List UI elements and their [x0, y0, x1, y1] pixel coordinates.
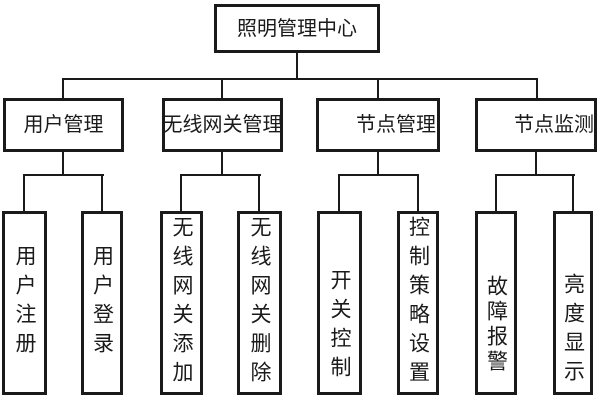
diagram-node-user-login: 用户登录 — [81, 211, 123, 395]
connector-branch3-stem — [377, 152, 379, 174]
connector-drop-branch-4 — [536, 78, 538, 98]
connector-root-stem — [296, 53, 298, 78]
diagram-node-gateway-add: 无线网关添加 — [160, 211, 203, 395]
connector-drop-leaf-4 — [258, 174, 260, 211]
branch-node-label: 无线网关管理 — [162, 114, 283, 136]
diagram-node-gateway-delete: 无线网关删除 — [237, 211, 282, 395]
connector-drop-leaf-2 — [101, 174, 103, 211]
connector-branch2-rail — [180, 174, 261, 176]
root-node-label: 照明管理中心 — [237, 17, 357, 40]
connector-drop-leaf-7 — [495, 174, 497, 211]
connector-drop-leaf-1 — [23, 174, 25, 211]
connector-drop-leaf-6 — [417, 174, 419, 211]
connector-drop-leaf-3 — [180, 174, 182, 211]
diagram-node-node-management: 节点管理 — [316, 98, 440, 152]
diagram-node-fault-alarm: 故障报警 — [475, 211, 517, 395]
diagram-node-user-register: 用户注册 — [2, 211, 47, 395]
diagram-node-gateway-management: 无线网关管理 — [162, 98, 283, 152]
connector-drop-branch-3 — [377, 78, 379, 98]
connector-drop-branch-1 — [62, 78, 64, 98]
diagram-node-switch-control: 开关控制 — [317, 211, 362, 395]
connector-branch1-rail — [23, 174, 104, 176]
leaf-node-label: 用户登录 — [90, 245, 115, 361]
leaf-node-label: 无线网关添加 — [170, 216, 194, 390]
leaf-node-label: 亮度显示 — [561, 273, 586, 389]
branch-node-label: 节点管理 — [356, 114, 436, 136]
diagram-node-brightness-display: 亮度显示 — [553, 211, 593, 395]
diagram-node-control-strategy: 控制策略设置 — [397, 211, 439, 395]
branch-node-label: 节点监测 — [514, 114, 594, 136]
leaf-node-label: 控制策略设置 — [406, 216, 431, 390]
leaf-node-label: 无线网关删除 — [248, 216, 272, 390]
leaf-node-label: 故障报警 — [484, 275, 509, 375]
diagram-node-node-monitoring: 节点监测 — [475, 98, 597, 152]
connector-branch1-stem — [62, 152, 64, 174]
connector-tier1-rail — [62, 78, 538, 80]
leaf-node-label: 开关控制 — [328, 269, 352, 385]
diagram-node-root: 照明管理中心 — [214, 4, 380, 53]
connector-branch4-stem — [535, 152, 537, 174]
branch-node-label: 用户管理 — [23, 114, 104, 136]
connector-drop-branch-2 — [221, 78, 223, 98]
connector-branch4-rail — [495, 174, 575, 176]
connector-drop-leaf-8 — [572, 174, 574, 211]
leaf-node-label: 用户注册 — [13, 245, 37, 361]
diagram-node-user-management: 用户管理 — [3, 98, 124, 152]
connector-branch3-rail — [338, 174, 419, 176]
connector-drop-leaf-5 — [338, 174, 340, 211]
connector-branch2-stem — [221, 152, 223, 174]
